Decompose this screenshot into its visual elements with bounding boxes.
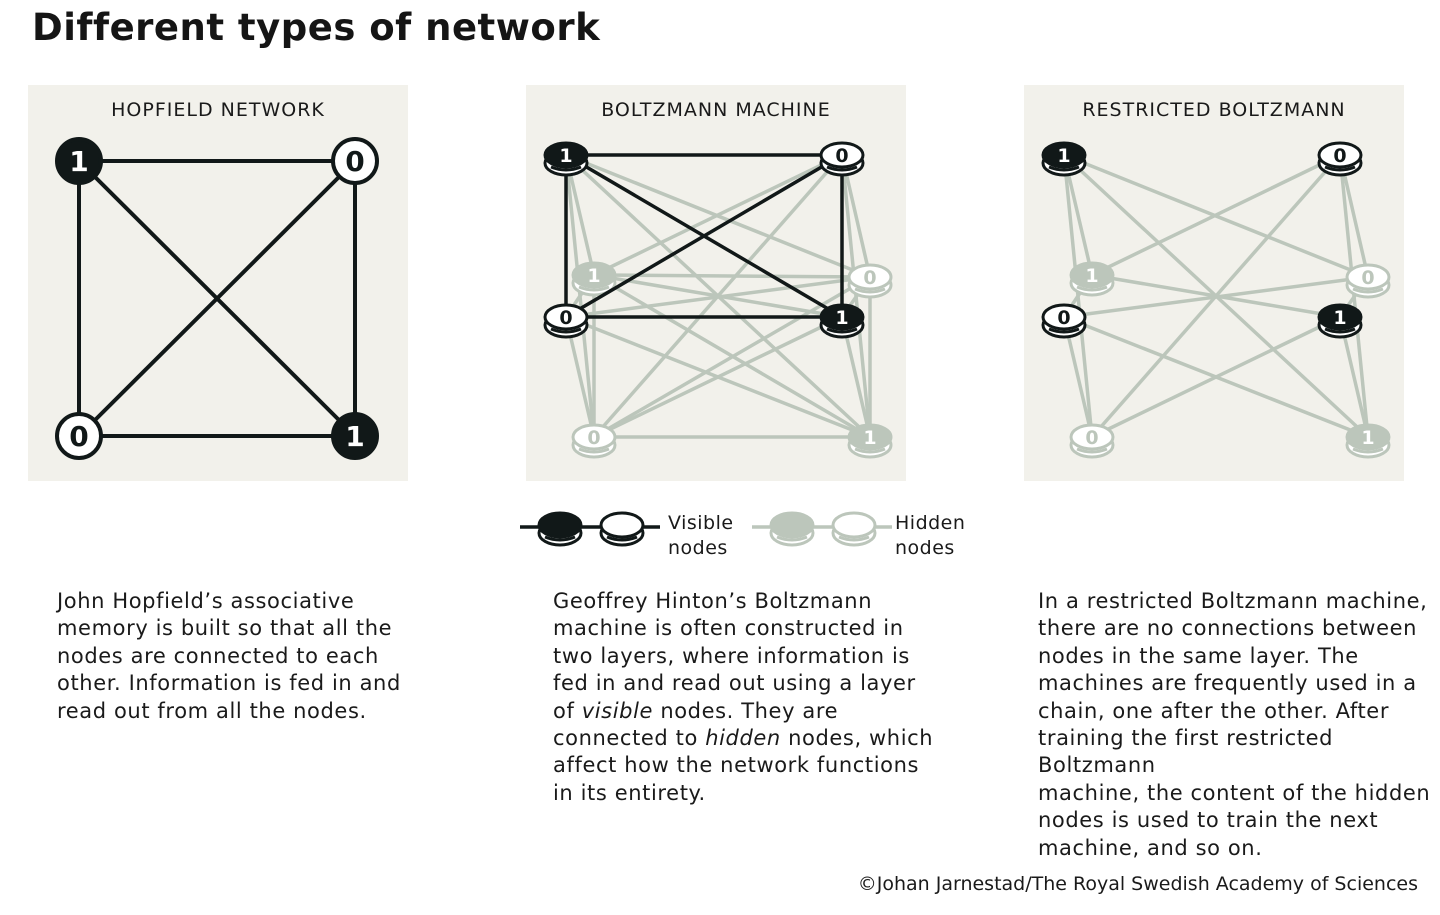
visible-node-0: 0 xyxy=(1317,141,1363,177)
hidden-edge xyxy=(1091,315,1341,439)
node-value: 0 xyxy=(1085,427,1098,449)
node-value: 1 xyxy=(587,265,600,287)
node-value: 0 xyxy=(345,145,364,178)
node-value: 0 xyxy=(1361,267,1374,289)
node-value: 1 xyxy=(559,145,572,167)
visible-node-1: 1 xyxy=(543,141,589,177)
legend-hidden-nodes-icon xyxy=(752,511,892,547)
legend-symbols xyxy=(520,511,892,547)
panel-title: RESTRICTED BOLTZMANN xyxy=(1082,99,1346,121)
text-run: nodes, which affect how the network func… xyxy=(553,726,934,805)
visible-node-1: 1 xyxy=(1041,141,1087,177)
node-value: 0 xyxy=(69,420,88,453)
node-value: 0 xyxy=(1057,307,1070,329)
hopfield-description: John Hopfield’s associative memory is bu… xyxy=(57,588,401,725)
node-value: 1 xyxy=(1333,307,1346,329)
legend-visible-nodes-icon xyxy=(520,511,660,547)
node-value: 0 xyxy=(835,145,848,167)
node-value: 1 xyxy=(1057,145,1070,167)
text-run: John Hopfield’s associative memory is bu… xyxy=(57,589,401,723)
hidden-node-0: 0 xyxy=(571,423,617,459)
hidden-edge xyxy=(593,275,871,439)
hidden-edge xyxy=(593,315,843,439)
legend: Visible nodes Hidden nodes xyxy=(515,505,985,565)
visible-node-0: 0 xyxy=(1041,303,1087,339)
panel-title: HOPFIELD NETWORK xyxy=(111,99,325,121)
node-value: 1 xyxy=(835,307,848,329)
hidden-node-0: 0 xyxy=(1069,423,1115,459)
node-1: 1 xyxy=(55,137,103,185)
visible-edge xyxy=(565,153,843,319)
hidden-node-0: 0 xyxy=(1345,263,1391,299)
panel-title: BOLTZMANN MACHINE xyxy=(601,99,831,121)
hidden-node-1: 1 xyxy=(1345,423,1391,459)
edge xyxy=(77,159,357,438)
page-title: Different types of network xyxy=(32,6,601,49)
visible-node-1: 1 xyxy=(819,303,865,339)
node-value: 1 xyxy=(1085,265,1098,287)
node-0: 0 xyxy=(331,137,379,185)
node-value: 0 xyxy=(863,267,876,289)
emphasis-text: visible xyxy=(581,698,654,723)
hidden-edge xyxy=(593,273,843,319)
hidden-edge xyxy=(1091,153,1341,277)
node-value: 1 xyxy=(345,420,364,453)
restricted-boltzmann-description: In a restricted Boltzmann machine, there… xyxy=(1038,588,1440,862)
node-value: 1 xyxy=(1361,427,1374,449)
node-1: 1 xyxy=(331,412,379,460)
node-value: 1 xyxy=(863,427,876,449)
hidden-edge xyxy=(593,153,843,277)
legend-hidden-label: Hidden nodes xyxy=(895,512,966,559)
legend-visible-label: Visible nodes xyxy=(668,512,734,559)
hidden-node-1: 1 xyxy=(847,423,893,459)
visible-node-0: 0 xyxy=(543,303,589,339)
text-run: nodes. They are connected to xyxy=(553,698,839,751)
hopfield-network-diagram: 1 0 0 1 xyxy=(55,137,379,460)
image-credit: ©Johan Jarnestad/The Royal Swedish Acade… xyxy=(857,873,1418,895)
node-value: 0 xyxy=(587,427,600,449)
hidden-node-1: 1 xyxy=(571,261,617,297)
hidden-node-0: 0 xyxy=(847,263,893,299)
node-value: 1 xyxy=(69,145,88,178)
visible-node-1: 1 xyxy=(1317,303,1363,339)
node-value: 0 xyxy=(1333,145,1346,167)
node-value: 0 xyxy=(559,307,572,329)
hidden-edge xyxy=(1091,273,1341,319)
node-0: 0 xyxy=(55,412,103,460)
visible-node-0: 0 xyxy=(819,141,865,177)
emphasis-text: hidden xyxy=(705,726,781,751)
hopfield-network-panel: HOPFIELD NETWORK 1 0 0 1 xyxy=(28,85,408,481)
text-run: In a restricted Boltzmann machine, there… xyxy=(1038,589,1431,860)
boltzmann-description: Geoffrey Hinton’s Boltzmann machine is o… xyxy=(553,588,933,807)
hidden-node-1: 1 xyxy=(1069,261,1115,297)
text-run: Geoffrey Hinton’s Boltzmann machine is o… xyxy=(553,589,916,723)
